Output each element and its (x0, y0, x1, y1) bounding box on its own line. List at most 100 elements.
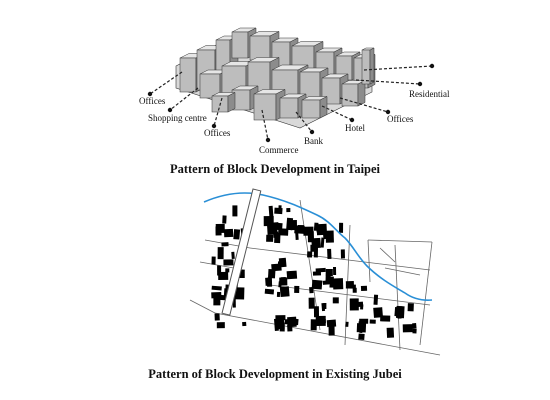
label-offices-right: Offices (387, 114, 414, 124)
road-line (379, 247, 396, 263)
building-footprint (295, 231, 299, 240)
building-footprint (394, 307, 401, 317)
building-footprint (211, 256, 216, 265)
building-footprint (221, 242, 229, 247)
building-footprint (386, 327, 395, 338)
building-footprint (325, 230, 334, 243)
road-line (189, 299, 216, 314)
building-footprint (358, 333, 365, 340)
building-footprint (332, 278, 344, 290)
jubei-river (203, 192, 433, 301)
building-footprint (216, 322, 225, 329)
building-footprint (218, 271, 229, 280)
building-footprint (274, 207, 283, 215)
building-front (361, 49, 371, 85)
building-footprint (307, 251, 313, 258)
leader-dot (309, 129, 315, 135)
building-footprint (297, 225, 304, 230)
jubei-plan-map (189, 188, 441, 356)
building-footprint (340, 249, 345, 259)
building-footprint (286, 208, 291, 213)
building-footprint (271, 263, 282, 272)
building-side (357, 80, 366, 107)
taipei-label-leaders (147, 63, 435, 143)
label-commerce: Commerce (259, 145, 299, 155)
road-line (367, 239, 433, 243)
building-footprint (266, 277, 273, 287)
building-front (253, 93, 277, 121)
building-footprint (315, 315, 326, 326)
leader-dot (417, 81, 423, 87)
building-footprint (333, 266, 337, 275)
building-footprint (242, 321, 247, 327)
road-line (384, 267, 421, 276)
building-footprint (322, 280, 330, 285)
building-footprint (345, 284, 356, 289)
label-shopping-centre: Shopping centre (148, 113, 207, 123)
building-footprint (223, 228, 234, 238)
road-line (214, 312, 441, 356)
leader-dot (385, 109, 391, 115)
building-footprint (231, 251, 235, 259)
building-footprint (320, 237, 325, 248)
building-footprint (352, 287, 357, 293)
taipei-building-massing (175, 27, 376, 129)
taipei-block-diagram: Offices Shopping centre Offices Commerce… (139, 27, 450, 155)
road-line (394, 244, 401, 351)
leader-dot (147, 91, 153, 97)
leader-line (321, 105, 353, 121)
building-footprint (263, 216, 274, 227)
building-footprint (369, 319, 376, 324)
building-side (227, 92, 236, 113)
road-line (367, 239, 371, 283)
building-footprint (359, 318, 369, 324)
building-footprint (308, 297, 315, 309)
building-footprint (311, 279, 323, 290)
building-footprint (360, 304, 364, 310)
caption-jubei: Pattern of Block Development in Existing… (148, 367, 402, 381)
label-bank: Bank (304, 136, 323, 146)
building-footprint (278, 228, 289, 236)
building-footprint (315, 267, 326, 273)
building-side (369, 47, 375, 85)
building-front (249, 35, 271, 61)
building-footprint (233, 229, 241, 240)
building-footprint (294, 285, 300, 293)
building-footprint (215, 223, 225, 233)
building-footprint (267, 269, 276, 279)
building-footprint (412, 328, 417, 334)
building-footprint (312, 271, 322, 276)
building-footprint (264, 288, 275, 295)
leader-dot (211, 123, 217, 129)
building-footprint (325, 268, 333, 276)
building-front (231, 31, 249, 59)
building-footprint (290, 318, 299, 326)
building-footprint (225, 284, 229, 289)
leader-line (355, 79, 421, 85)
leader-line (261, 109, 269, 141)
building-footprint (303, 226, 314, 236)
building-footprint (345, 321, 349, 327)
label-hotel: Hotel (345, 123, 365, 133)
building-footprint (213, 296, 221, 306)
building-footprint (217, 247, 224, 260)
building-footprint (222, 215, 227, 224)
building-footprint (276, 291, 281, 298)
label-offices-left: Offices (139, 96, 166, 106)
building-front (179, 57, 197, 93)
building-footprint (321, 302, 326, 312)
building-footprint (345, 281, 354, 286)
building-footprint (402, 324, 413, 333)
building-footprint (211, 292, 222, 299)
jubei-railway-corridor (221, 188, 262, 316)
building-front (301, 99, 321, 119)
building-footprint (329, 276, 334, 288)
leader-line (169, 87, 199, 111)
building-footprint (316, 223, 328, 236)
building-footprint (311, 237, 321, 249)
caption-taipei: Pattern of Block Development in Taipei (169, 162, 381, 176)
building-footprint (211, 285, 222, 291)
road-line (249, 247, 431, 271)
building-footprint (327, 248, 332, 259)
building-footprint (313, 306, 320, 318)
